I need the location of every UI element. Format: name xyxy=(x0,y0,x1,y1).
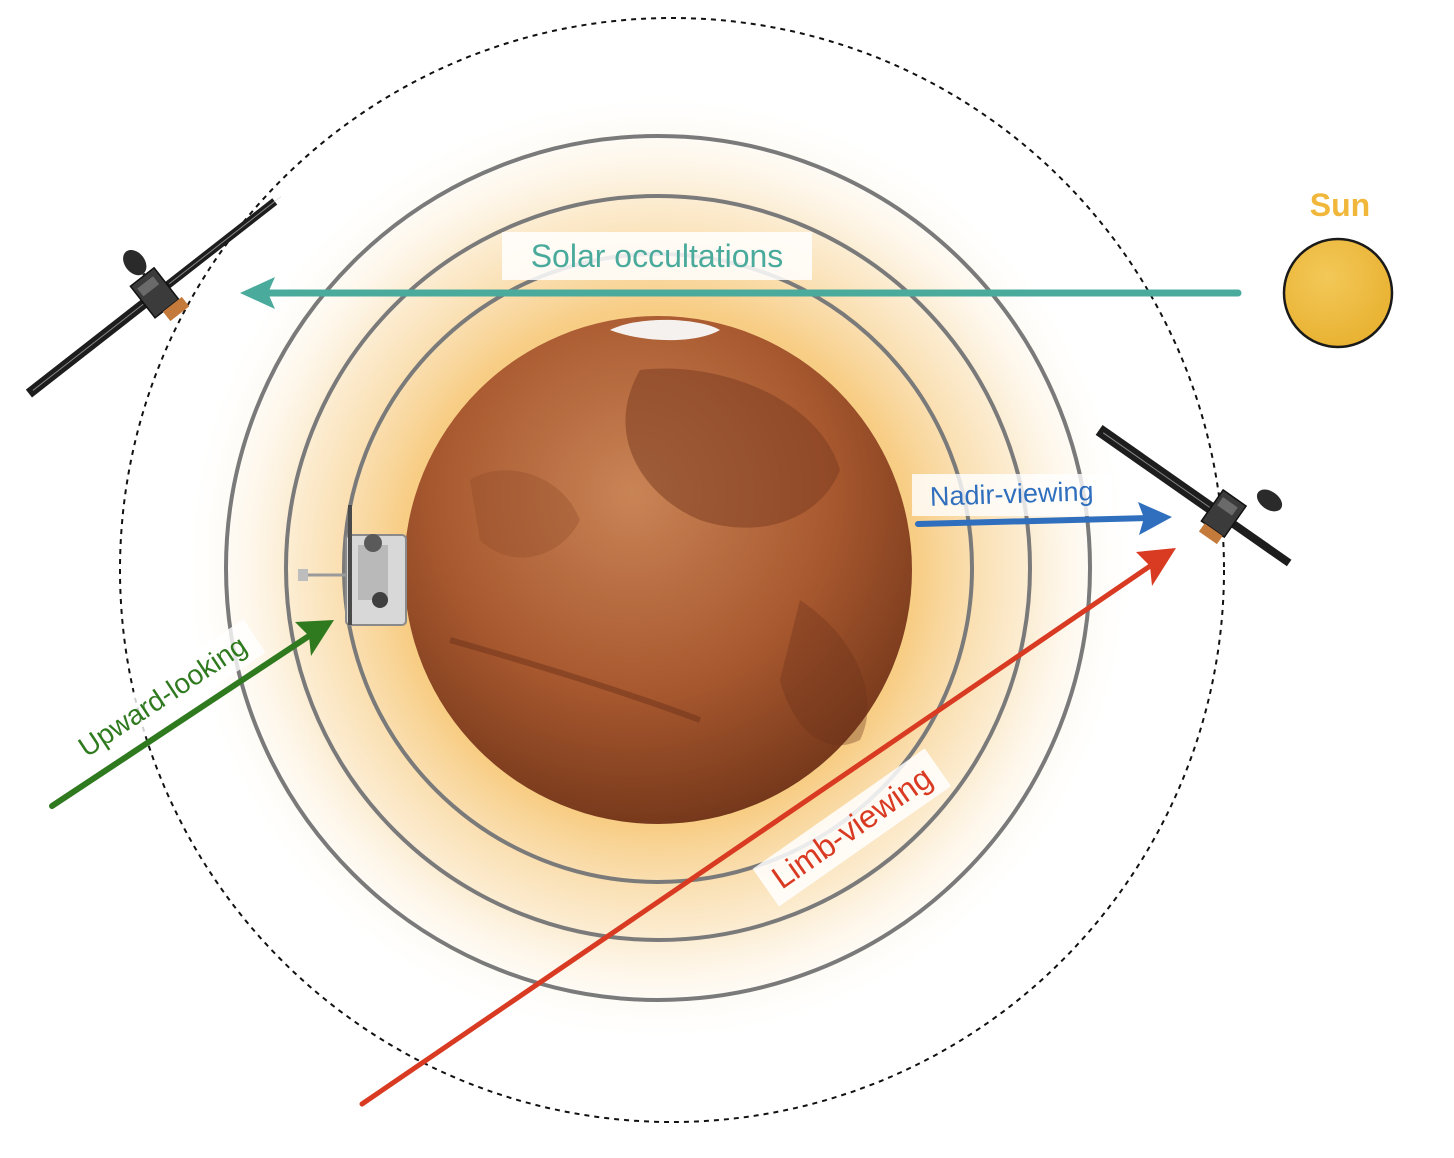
limb-viewing-arrow xyxy=(359,548,1176,1107)
limb-viewing-label-bg xyxy=(752,748,952,907)
solar-occultations-label-bg xyxy=(502,232,812,280)
sun-label: Sun xyxy=(1310,187,1370,223)
satellite-icon xyxy=(1095,425,1292,567)
orbit-path xyxy=(119,17,1225,1123)
nadir-viewing-label-bg xyxy=(912,474,1112,516)
solar-occultations-label: Solar occultations xyxy=(531,238,784,274)
atmosphere-ring-outer xyxy=(224,134,1092,1002)
mars-icon xyxy=(404,316,912,824)
lander-icon xyxy=(298,505,407,626)
sun-icon xyxy=(1282,237,1394,349)
atmosphere-ring-middle xyxy=(284,194,1032,942)
upward-looking-label-bg xyxy=(60,619,266,775)
satellite-icon xyxy=(25,196,282,398)
upward-looking-arrow xyxy=(49,620,334,809)
nadir-viewing-arrow xyxy=(915,502,1172,535)
nadir-viewing-label: Nadir-viewing xyxy=(929,476,1094,512)
solar-occultation-arrow xyxy=(240,277,1242,309)
